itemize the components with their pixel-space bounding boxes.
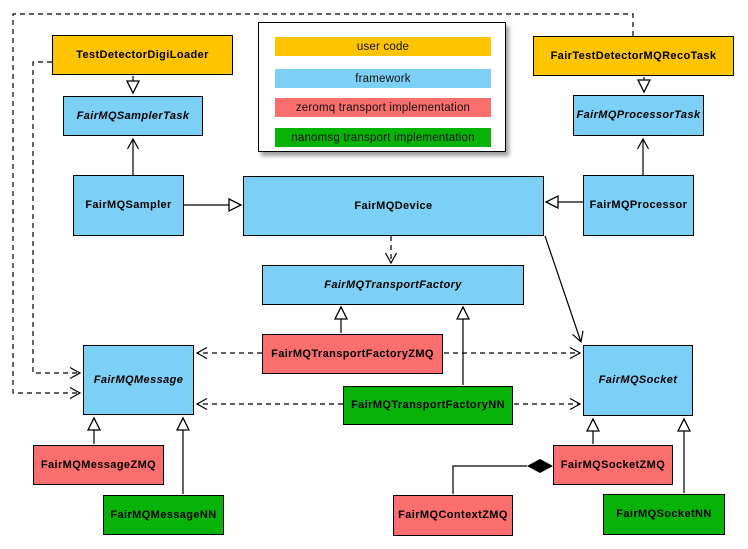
class-box-fairmqmessage: FairMQMessage (83, 345, 194, 415)
class-label: FairMQSamplerTask (76, 109, 190, 122)
class-box-fairmqcontextzmq: FairMQContextZMQ (393, 495, 513, 536)
class-box-fairmqsocketnn: FairMQSocketNN (603, 494, 725, 535)
edge-composition-contextzmq-socketzmq (452, 465, 527, 494)
class-box-fairmqmessagezmq: FairMQMessageZMQ (33, 445, 164, 485)
class-label: FairMQSocketNN (616, 508, 712, 521)
legend-item-zeromq: zeromq transport implementation (275, 98, 491, 117)
composition-diamond (527, 459, 553, 473)
class-label: FairMQMessage (93, 373, 184, 386)
legend-item-nanomsg: nanomsg transport implementation (275, 128, 491, 147)
class-label: FairMQDevice (354, 199, 433, 212)
class-box-fairmqtransportfactoryzmq: FairMQTransportFactoryZMQ (262, 334, 443, 374)
class-box-fairmqprocessortask: FairMQProcessorTask (573, 95, 704, 136)
class-label: FairMQTransportFactoryZMQ (271, 347, 434, 360)
legend: user code framework zeromq transport imp… (258, 22, 506, 152)
edge-association-device-socket (544, 235, 584, 344)
legend-label: zeromq transport implementation (295, 101, 471, 114)
class-box-fairmqmessagenn: FairMQMessageNN (103, 495, 224, 535)
class-label: TestDetectorDigiLoader (76, 48, 209, 61)
legend-label: user code (356, 40, 410, 53)
class-label: FairTestDetectorMQRecoTask (550, 49, 717, 62)
edge-dependency-digiloader-message (32, 61, 82, 380)
class-label: FairMQProcessor (589, 199, 688, 212)
class-label: FairMQSocket (598, 374, 678, 387)
class-box-fairmqtransportfactorynn: FairMQTransportFactoryNN (343, 386, 513, 425)
legend-label: nanomsg transport implementation (291, 131, 475, 144)
class-label: FairMQMessageNN (110, 508, 217, 521)
class-box-fairmqsocketzmq: FairMQSocketZMQ (553, 445, 673, 485)
class-label: FairMQContextZMQ (398, 509, 508, 522)
legend-item-user-code: user code (275, 37, 491, 56)
class-label: FairMQTransportFactoryNN (351, 399, 505, 412)
class-box-testdetectordigiloader: TestDetectorDigiLoader (52, 35, 233, 75)
class-label: FairMQMessageZMQ (40, 458, 157, 471)
class-box-fairmqsocket: FairMQSocket (583, 345, 693, 416)
class-box-fairmqprocessor: FairMQProcessor (583, 175, 694, 236)
class-label: FairMQSocketZMQ (560, 458, 666, 471)
legend-label: framework (355, 72, 411, 85)
legend-item-framework: framework (275, 69, 491, 88)
class-box-fairmqsampler: FairMQSampler (73, 175, 184, 236)
class-label: FairMQSampler (85, 199, 172, 212)
class-label: FairMQProcessorTask (576, 109, 701, 122)
class-label: FairMQTransportFactory (324, 278, 462, 291)
class-box-fairmqdevice: FairMQDevice (243, 176, 544, 236)
edge-dependency-recotask-message (12, 13, 634, 400)
class-box-fairmqtransportfactory: FairMQTransportFactory (262, 265, 524, 305)
class-box-fairtestdetectormqrecotask: FairTestDetectorMQRecoTask (533, 36, 734, 76)
class-box-fairmqsamplertask: FairMQSamplerTask (63, 96, 203, 136)
